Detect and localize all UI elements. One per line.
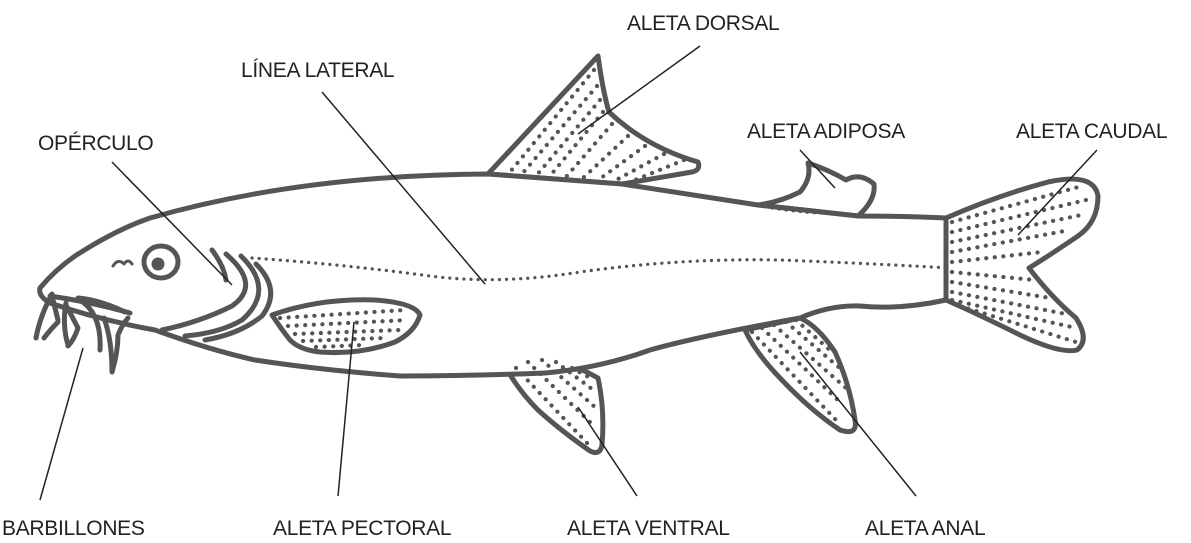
caudal-fin: [946, 179, 1098, 351]
leader-barbillones: [40, 348, 83, 500]
label-linea-lateral: LÍNEA LATERAL: [241, 59, 394, 82]
label-operculo: OPÉRCULO: [38, 132, 153, 155]
label-aleta-caudal: ALETA CAUDAL: [1016, 120, 1167, 143]
label-aleta-dorsal: ALETA DORSAL: [627, 12, 779, 35]
label-barbillones: BARBILLONES: [2, 517, 145, 540]
label-aleta-ventral: ALETA VENTRAL: [567, 517, 730, 540]
leader-aleta-anal: [800, 352, 916, 496]
barbel-left: [36, 294, 58, 338]
pupil: [152, 258, 165, 271]
label-aleta-anal: ALETA ANAL: [865, 517, 985, 540]
label-aleta-adiposa: ALETA ADIPOSA: [747, 120, 905, 143]
label-aleta-pectoral: ALETA PECTORAL: [273, 517, 451, 540]
fish-illustration: [36, 56, 1098, 453]
